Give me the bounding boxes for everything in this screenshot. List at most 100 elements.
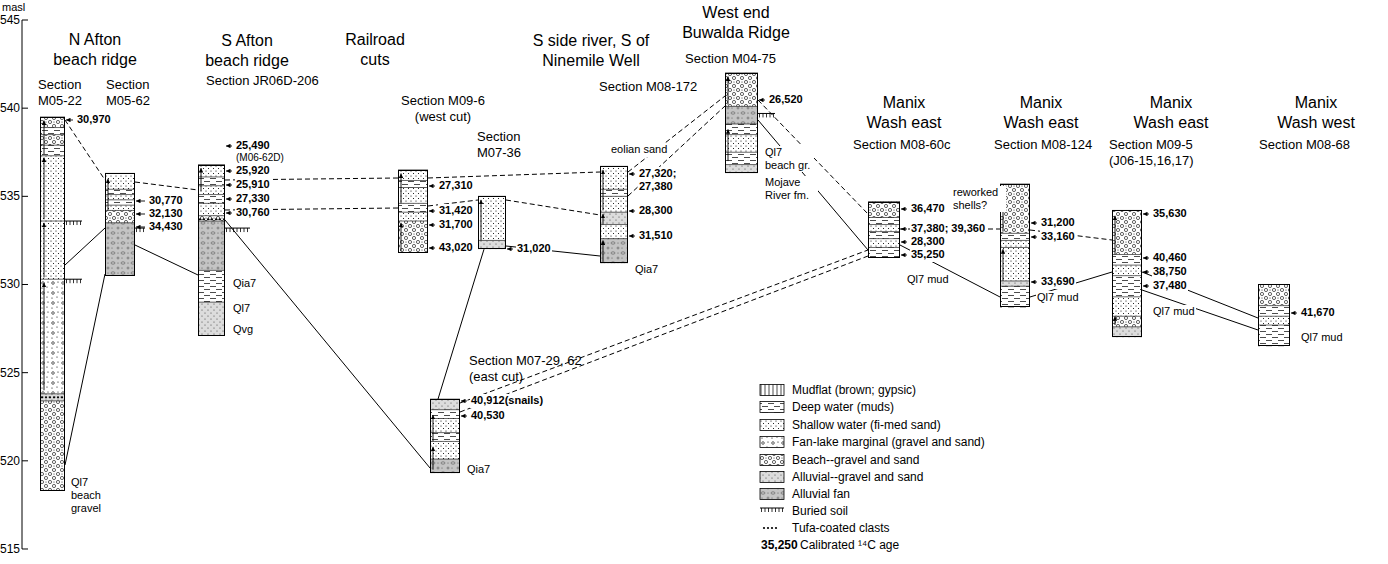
age-label: 37,480 (1152, 279, 1188, 292)
legend-swatch (760, 455, 784, 466)
legend-swatch (760, 489, 784, 500)
site-heading: N Afton beach ridge (50, 30, 140, 70)
age-leader-arrow (629, 236, 635, 237)
unit-contact (198, 215, 225, 216)
section-name: Section M09-5 (J06-15,16,17) (1109, 137, 1221, 168)
unit-contact (600, 212, 628, 213)
unit-contact (198, 302, 225, 303)
unit-label: Qia7 (232, 277, 257, 290)
lithology-unit (1112, 327, 1142, 338)
lithology-unit (478, 240, 506, 249)
unit-contact (40, 400, 65, 401)
buried-soil-symbol (225, 228, 250, 232)
section-name: Section M05-62 (106, 77, 164, 108)
correlation-line (65, 120, 105, 180)
lithology-unit (398, 188, 428, 204)
lithology-unit (725, 73, 758, 107)
axis-value: 520 (0, 454, 18, 468)
site-heading: Railroad cuts (338, 30, 413, 70)
unit-label: Ql7 (232, 302, 251, 315)
correlation-line (65, 274, 105, 465)
lithology-unit (1000, 286, 1030, 307)
lithology-unit (105, 189, 135, 194)
unit-contact (478, 240, 506, 241)
elevation-axis (22, 20, 28, 549)
lithology-unit (198, 165, 225, 177)
age-leader-arrow (507, 249, 513, 250)
section-column: Section M09-6 (west cut) (398, 170, 428, 253)
unit-contact (1000, 240, 1030, 241)
age-leader-arrow (226, 213, 232, 214)
correlation-line (900, 245, 1000, 297)
unit-contact (868, 224, 900, 225)
lithology-unit (105, 223, 135, 276)
unit-contact (1112, 275, 1142, 276)
lithology-unit (600, 166, 628, 189)
age-leader-arrow (1143, 286, 1149, 287)
age-label: 35,630 (1152, 207, 1188, 220)
age-label: 27,330 (235, 192, 271, 205)
unit-contact (868, 247, 900, 248)
section-name: Section M04-75 (685, 51, 776, 67)
lithology-unit (430, 399, 460, 410)
section-column: Section M05-22 (40, 117, 65, 491)
age-leader-arrow (901, 255, 907, 256)
fining-arrow (108, 179, 109, 211)
unit-label: Ql7 mud (1300, 331, 1344, 344)
lithology-unit (1000, 240, 1030, 247)
unit-contact (868, 231, 900, 232)
age-label: 30,760 (235, 206, 271, 219)
fining-arrow (603, 170, 604, 211)
lithology-unit (398, 170, 428, 181)
unit-label: (M06-62D) (235, 152, 285, 164)
fining-arrow (401, 173, 402, 203)
buried-soil-symbol (135, 228, 145, 232)
lithology-unit (1258, 284, 1290, 305)
age-leader-arrow (429, 225, 435, 226)
lithology-unit (398, 221, 428, 253)
unit-contact (430, 432, 460, 433)
unit-contact (105, 199, 135, 200)
lithology-unit (868, 239, 900, 248)
legend-samples (760, 385, 784, 530)
tufa-dots (199, 218, 225, 220)
unit-contact (40, 279, 65, 280)
age-leader-arrow (429, 211, 435, 212)
lithology-unit (478, 196, 506, 240)
lithology-unit (868, 232, 900, 239)
axis-value: 515 (0, 542, 18, 556)
lithology-unit (198, 302, 225, 336)
legend-swatch (760, 402, 784, 413)
columns-fill (40, 73, 1290, 491)
age-label: 34,430 (148, 220, 184, 233)
age-label: 33,160 (1040, 230, 1076, 243)
legend-text: Calibrated ¹⁴C age (800, 538, 899, 552)
axis-value: 525 (0, 366, 18, 380)
fining-arrow (1115, 316, 1116, 325)
lithology-unit (868, 247, 900, 258)
unit-label: Ql7 mud (906, 273, 950, 286)
age-label: 40,460 (1152, 251, 1188, 264)
correlation-line (1142, 272, 1258, 318)
tufa-dots (41, 396, 63, 398)
unit-contact (1000, 280, 1030, 281)
age-leader-arrow (1143, 258, 1149, 259)
lithology-unit (725, 152, 758, 164)
unit-contact (1112, 265, 1142, 266)
age-leader-arrow (629, 174, 635, 175)
unit-label: Ql7 beach gr. (764, 146, 814, 172)
lithology-unit (198, 221, 225, 270)
lithology-unit (40, 279, 65, 394)
unit-contact (398, 221, 428, 222)
legend-swatch (760, 472, 784, 483)
fining-arrow (603, 214, 604, 225)
fining-arrow (481, 200, 482, 241)
lithology-unit (40, 401, 65, 491)
unit-contact (1258, 305, 1290, 306)
age-label: 40,912(snails) (470, 394, 544, 407)
unit-label: reworked shells? (952, 186, 1006, 212)
buried-soil-symbol (65, 279, 82, 283)
section-column: West end Buwalda RidgeSection M04-75 (725, 73, 758, 174)
unit-contact (398, 187, 428, 188)
unit-label: Qia7 (634, 263, 659, 276)
